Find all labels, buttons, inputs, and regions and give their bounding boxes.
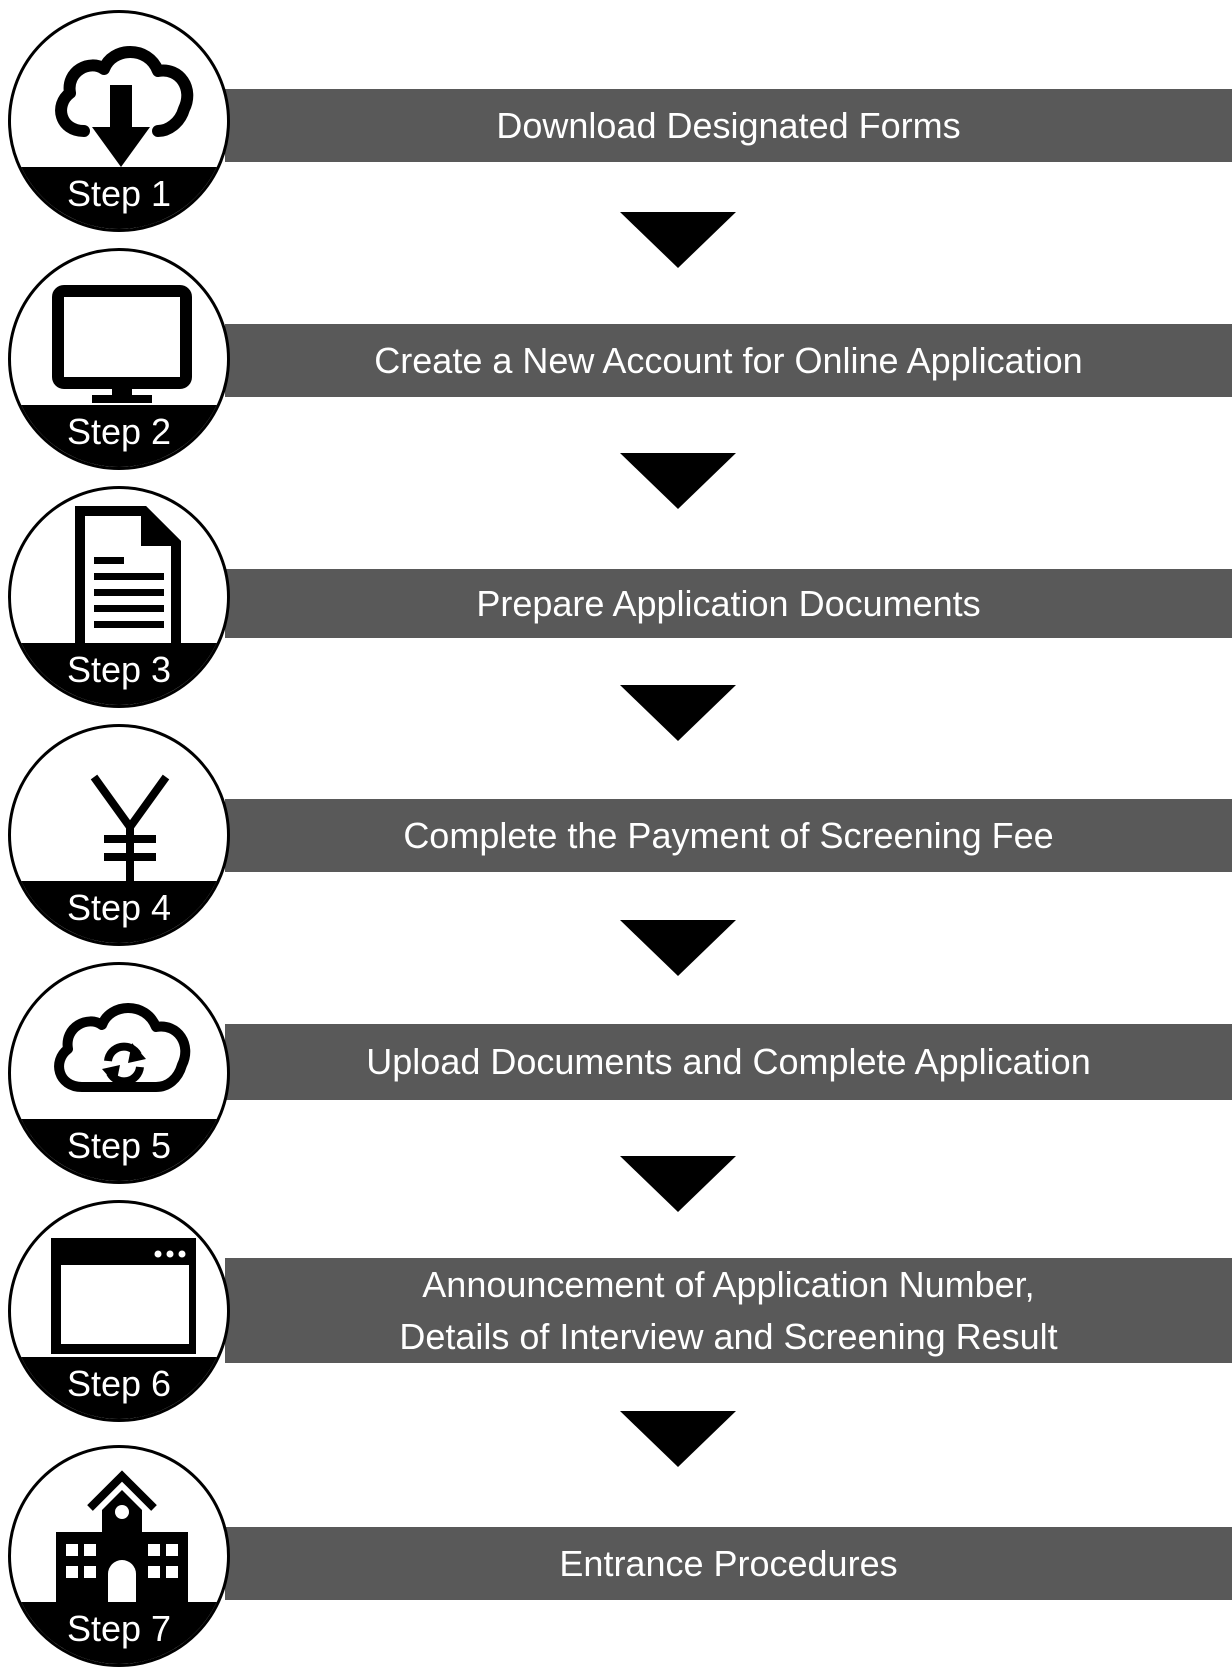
step-4-bar: Complete the Payment of Screening Fee <box>225 799 1232 872</box>
step-1-label: Step 1 <box>11 167 227 229</box>
flow-arrow-6 <box>620 1411 736 1467</box>
step-7-bar: Entrance Procedures <box>225 1527 1232 1600</box>
step-3-label: Step 3 <box>11 643 227 705</box>
step-5-circle: Step 5 <box>8 962 230 1184</box>
flow-arrow-1 <box>620 212 736 268</box>
step-2-circle: Step 2 <box>8 248 230 470</box>
yen-icon <box>90 774 170 881</box>
step-1-title: Download Designated Forms <box>496 104 961 146</box>
cloud-download-icon <box>55 46 194 167</box>
flow-arrow-4 <box>620 920 736 976</box>
step-6-bar: Announcement of Application Number, Deta… <box>225 1258 1232 1363</box>
step-6-title-line-1: Announcement of Application Number, <box>422 1263 1035 1305</box>
document-icon <box>75 506 181 653</box>
step-3-title: Prepare Application Documents <box>476 582 981 624</box>
step-1-circle: Step 1 <box>8 10 230 232</box>
flow-arrow-5 <box>620 1156 736 1212</box>
browser-window-icon <box>51 1238 196 1354</box>
step-6-title-line-2: Details of Interview and Screening Resul… <box>399 1315 1058 1357</box>
step-3-bar: Prepare Application Documents <box>225 569 1232 638</box>
step-4-title: Complete the Payment of Screening Fee <box>403 814 1054 856</box>
step-5-title: Upload Documents and Complete Applicatio… <box>366 1041 1091 1082</box>
school-building-icon <box>56 1470 188 1602</box>
step-2-title: Create a New Account for Online Applicat… <box>374 339 1083 381</box>
monitor-icon <box>52 285 192 403</box>
step-7-title: Entrance Procedures <box>559 1542 898 1584</box>
step-2-bar: Create a New Account for Online Applicat… <box>225 324 1232 397</box>
step-6-circle: Step 6 <box>8 1200 230 1422</box>
step-7-circle: Step 7 <box>8 1445 230 1667</box>
step-5-label: Step 5 <box>11 1119 227 1181</box>
flow-arrow-3 <box>620 685 736 741</box>
step-5-bar: Upload Documents and Complete Applicatio… <box>225 1024 1232 1100</box>
step-7-label: Step 7 <box>11 1602 227 1664</box>
step-6-label: Step 6 <box>11 1357 227 1419</box>
flow-arrow-2 <box>620 453 736 509</box>
cloud-sync-icon <box>54 1003 191 1092</box>
step-1-bar: Download Designated Forms <box>225 89 1232 162</box>
step-3-circle: Step 3 <box>8 486 230 708</box>
step-4-label: Step 4 <box>11 881 227 943</box>
step-2-label: Step 2 <box>11 405 227 467</box>
step-4-circle: Step 4 <box>8 724 230 946</box>
